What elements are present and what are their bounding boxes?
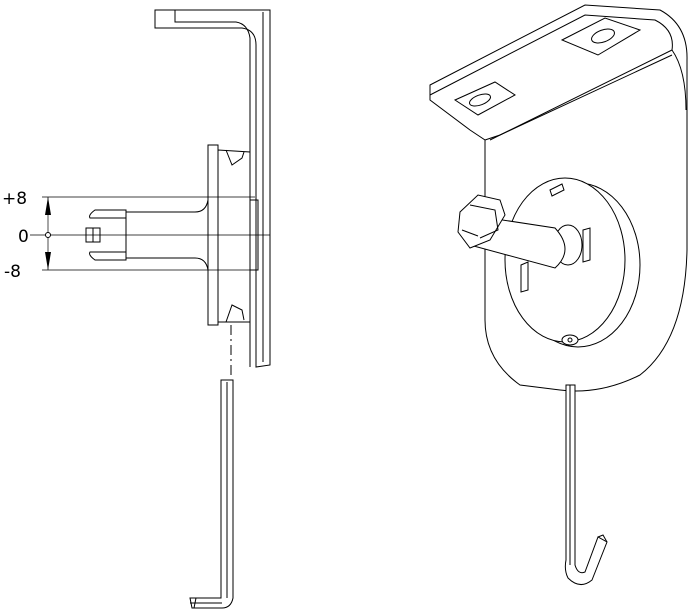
shaft-iso <box>457 194 583 269</box>
hex-key-iso <box>564 384 608 585</box>
hex-key-side <box>189 379 234 609</box>
dimension-label-minus8: -8 <box>4 262 21 282</box>
flange-disk <box>207 144 259 326</box>
side-view: +8 0 -8 <box>2 9 271 609</box>
dimension-label-plus8: +8 <box>2 189 27 209</box>
bracket-side <box>154 9 271 368</box>
isometric-view <box>429 4 688 585</box>
dimension-lines <box>30 196 270 271</box>
dimension-label-zero: 0 <box>18 227 29 247</box>
